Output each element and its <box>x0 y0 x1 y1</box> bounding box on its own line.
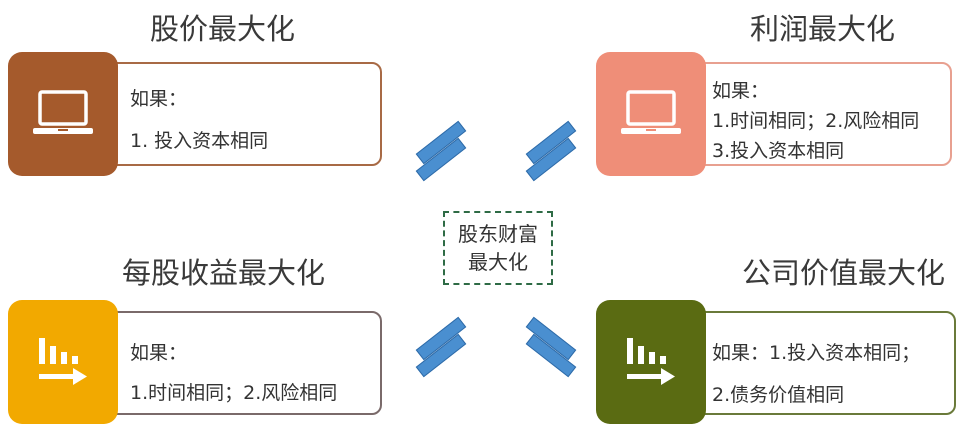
center-line-1: 股东财富 <box>458 222 538 246</box>
card-company-value <box>688 311 956 415</box>
card-stock-price <box>96 62 382 166</box>
card-eps-line-2: 1.时间相同；2.风险相同 <box>130 382 338 404</box>
title-eps: 每股收益最大化 <box>122 256 326 290</box>
card-profit-line-2: 1.时间相同；2.风险相同 <box>712 110 920 132</box>
title-profit: 利润最大化 <box>750 12 896 46</box>
card-profit-line-3: 3.投入资本相同 <box>712 140 845 162</box>
card-eps-line-1: 如果： <box>130 342 188 364</box>
title-stock-price: 股价最大化 <box>150 12 296 46</box>
icon-box-profit <box>596 52 706 176</box>
chart-arrow-icon <box>39 338 87 385</box>
card-stock-price-line-2: 1. 投入资本相同 <box>130 130 269 152</box>
card-stock-price-line-1: 如果： <box>130 88 188 110</box>
icon-box-eps <box>8 300 118 424</box>
icon-box-stock-price <box>8 52 118 176</box>
card-eps <box>96 311 382 415</box>
title-company-value: 公司价值最大化 <box>742 256 946 290</box>
center-line-2: 最大化 <box>468 250 528 274</box>
card-company-value-line-1: 如果：1.投入资本相同； <box>712 342 921 364</box>
center-shareholder-wealth-box: 股东财富 最大化 <box>443 211 553 285</box>
card-profit-line-1: 如果： <box>712 80 770 102</box>
laptop-icon <box>33 90 93 134</box>
card-company-value-line-2: 2.债务价值相同 <box>712 384 845 406</box>
icon-box-company-value <box>596 300 706 424</box>
chart-arrow-icon <box>627 338 675 385</box>
laptop-icon <box>621 90 681 134</box>
